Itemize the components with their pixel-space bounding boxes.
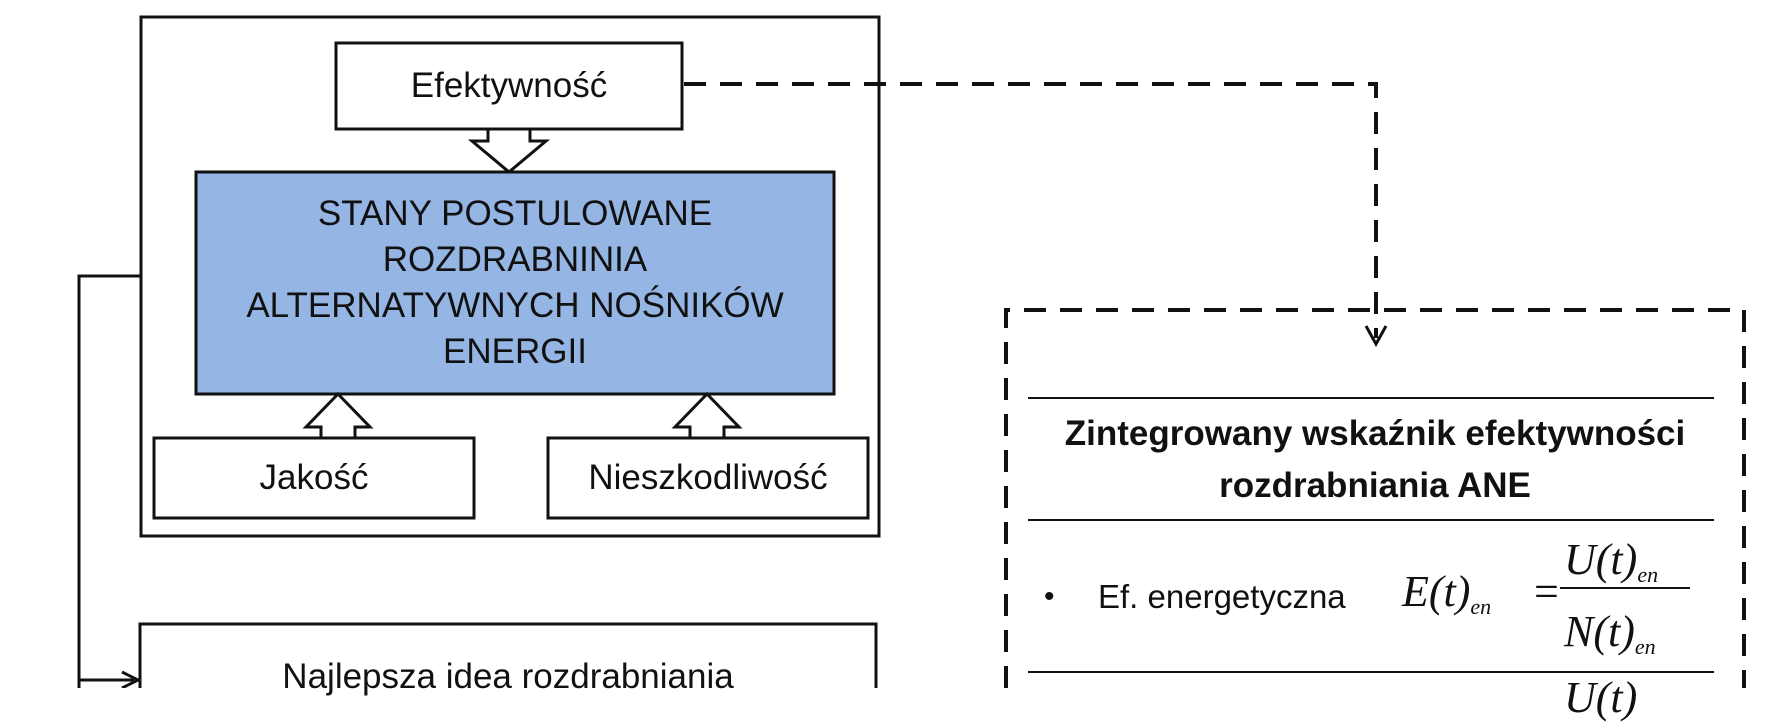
formula-numerator-subscript: en bbox=[1637, 562, 1659, 587]
formula-left: E(t) bbox=[1402, 567, 1471, 616]
idea-label: Najlepsza idea rozdrabniania bbox=[282, 657, 734, 696]
indicator-panel-border bbox=[1004, 308, 1746, 688]
formula-left-subscript: en bbox=[1470, 594, 1492, 619]
formula-denominator-text: N(t) bbox=[1564, 607, 1635, 656]
dashed-connector-line bbox=[684, 82, 1378, 338]
energy-efficiency-label: Ef. energetyczna bbox=[1098, 578, 1346, 615]
formula-left-side: E(t)en bbox=[1402, 566, 1491, 620]
formula-numerator: U(t)en bbox=[1564, 534, 1658, 588]
formula-equals: = bbox=[1534, 567, 1559, 616]
indicator-title-line: Zintegrowany wskaźnik efektywności bbox=[1064, 414, 1686, 453]
hollow-arrow-up-icon bbox=[671, 391, 743, 440]
bullet-icon: • bbox=[1044, 580, 1055, 613]
efficiency-box: Efektywność bbox=[336, 43, 682, 129]
main-box-line: ENERGII bbox=[443, 332, 587, 371]
main-box-border bbox=[194, 170, 836, 396]
formula-denominator: N(t)en bbox=[1564, 606, 1656, 660]
formula-numerator-text: U(t) bbox=[1564, 535, 1638, 584]
efficiency-label: Efektywność bbox=[410, 66, 608, 105]
diagram-lines bbox=[77, 15, 1746, 688]
indicator-title-line: rozdrabniania ANE bbox=[1219, 466, 1531, 505]
arrowhead-down-icon bbox=[1364, 325, 1388, 348]
quality-label: Jakość bbox=[259, 458, 369, 497]
quality-box-border bbox=[152, 436, 476, 520]
main-box-line: ALTERNATYWNYCH NOŚNIKÓW bbox=[246, 286, 784, 325]
hollow-arrow-up-icon bbox=[302, 391, 374, 440]
idea-box: Najlepsza idea rozdrabniania bbox=[140, 624, 876, 696]
indicator-panel-title: Zintegrowany wskaźnik efektywności rozdr… bbox=[1028, 408, 1722, 512]
formula-denominator-subscript: en bbox=[1634, 634, 1656, 659]
arrowhead-right-icon bbox=[121, 670, 142, 688]
harmlessness-box: Nieszkodliwość bbox=[548, 438, 868, 518]
quality-box: Jakość bbox=[154, 438, 474, 518]
main-box: STANY POSTULOWANE ROZDRABNINIA ALTERNATY… bbox=[196, 172, 834, 394]
hollow-arrow-down-icon bbox=[467, 127, 551, 174]
formula-next-partial: U(t) bbox=[1564, 673, 1638, 722]
feedback-connector-line bbox=[77, 274, 141, 688]
harmlessness-label: Nieszkodliwość bbox=[588, 458, 828, 497]
idea-box-border bbox=[138, 622, 878, 688]
main-box-line: STANY POSTULOWANE bbox=[317, 194, 713, 233]
main-box-line: ROZDRABNINIA bbox=[382, 240, 648, 279]
